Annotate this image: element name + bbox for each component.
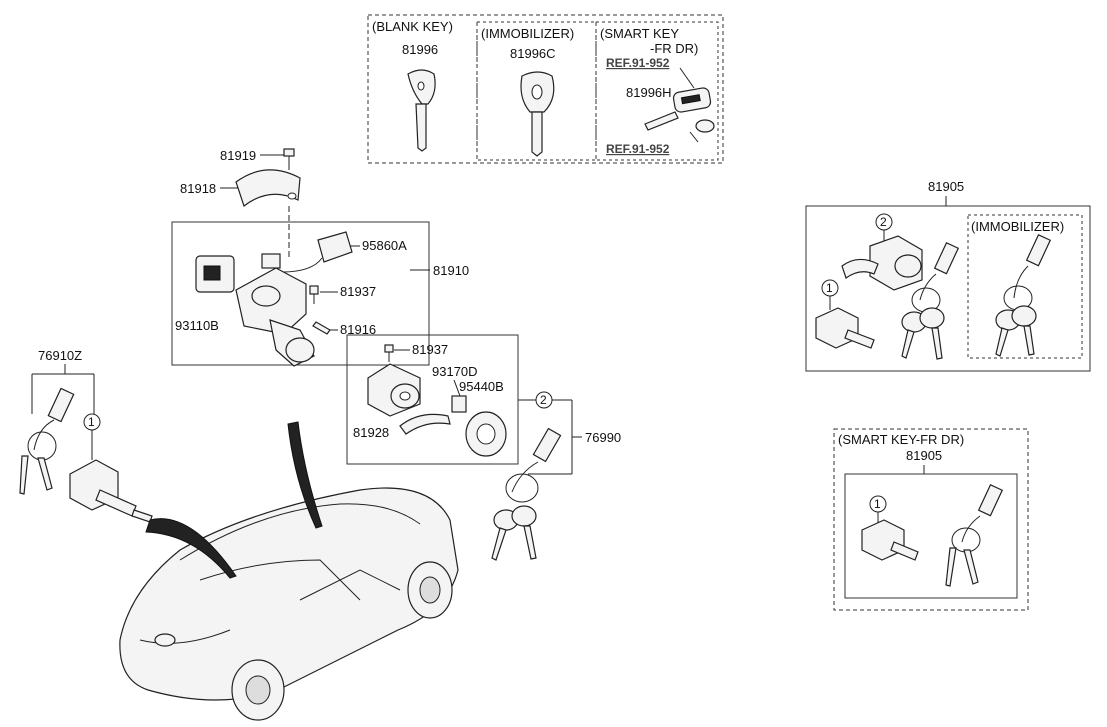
smart-key-heading-1: (SMART KEY <box>600 26 679 41</box>
key-set-81905-icon <box>901 241 960 360</box>
pointer-arrow-right <box>287 421 323 529</box>
label-81910: 81910 <box>433 263 469 278</box>
ignition-cover-icon <box>235 169 301 207</box>
ref-number-1-81905: 1 <box>826 281 833 295</box>
label-93110b: 93110B <box>175 318 219 333</box>
label-95860a: 95860A <box>362 238 407 253</box>
blank-key-heading: (BLANK KEY) <box>372 19 453 34</box>
bolt-upper-icon <box>309 285 319 304</box>
label-95440b: 95440B <box>459 379 504 394</box>
lock-cylinder-icon <box>367 363 421 417</box>
label-81937-upper: 81937 <box>340 284 376 299</box>
ring-icon <box>465 411 507 457</box>
blank-key-part: 81996 <box>402 42 438 57</box>
key-set-immobilizer-81905-icon <box>995 233 1052 357</box>
immobilizer-part: 81996C <box>510 46 556 61</box>
label-76910z: 76910Z <box>38 348 82 363</box>
door-lock-81905-icon <box>815 307 875 349</box>
immobilizer-module-icon <box>261 231 353 273</box>
keys-box: (BLANK KEY) 81996 (IMMOBILIZER) 81996C (… <box>367 14 724 164</box>
smart-key-heading-2: -FR DR) <box>650 41 698 56</box>
label-81916: 81916 <box>340 322 376 337</box>
label-81928: 81928 <box>353 425 389 440</box>
immobilizer-heading: (IMMOBILIZER) <box>481 26 574 41</box>
smart-set-group: (SMART KEY-FR DR) 81905 1 <box>833 428 1029 611</box>
smart-key-fob-icon <box>644 87 715 133</box>
label-81919: 81919 <box>220 148 256 163</box>
ignition-set-81905-icon <box>841 235 923 291</box>
ref-number-2-81905: 2 <box>880 215 887 229</box>
lock-set-group: 81937 81928 93170D 95440B 2 76990 <box>346 334 621 561</box>
door-lock-smart-icon <box>861 519 919 561</box>
pointer-arrow-left <box>145 518 237 579</box>
ref-number-1-smart: 1 <box>874 497 881 511</box>
label-81918: 81918 <box>180 181 216 196</box>
set-81905-group: 81905 (IMMOBILIZER) 2 1 <box>805 179 1091 372</box>
ignition-housing-icon <box>235 267 315 367</box>
label-81937-set: 81937 <box>412 342 448 357</box>
key-set-76990-icon <box>491 427 562 561</box>
smart-key-part: 81996H <box>626 85 672 100</box>
door-lock-cylinder-icon <box>69 459 153 523</box>
label-81905-smart: 81905 <box>906 448 942 463</box>
ref-number-2: 2 <box>540 393 547 407</box>
label-81905: 81905 <box>928 179 964 194</box>
label-76990: 76990 <box>585 430 621 445</box>
coil-icon <box>399 395 467 435</box>
key-set-smart-icon <box>945 483 1004 587</box>
bolt-lower-icon <box>312 321 331 335</box>
bolt-set-icon <box>384 344 394 362</box>
screw-icon <box>283 148 295 170</box>
blank-key-icon <box>407 69 436 152</box>
ignition-group: 81919 81918 81910 95860A 93110B <box>171 148 469 367</box>
immobilizer-heading-81905: (IMMOBILIZER) <box>971 219 1064 234</box>
lock-93110b-icon <box>195 255 235 293</box>
smart-set-heading: (SMART KEY-FR DR) <box>838 432 964 447</box>
label-93170d: 93170D <box>432 364 478 379</box>
immobilizer-key-icon <box>520 71 555 157</box>
door-set-group: 76910Z 1 <box>19 348 153 523</box>
ref-number-1-door: 1 <box>88 415 95 429</box>
smart-key-ref-top: REF.91-952 <box>606 56 670 70</box>
door-key-set-icon <box>19 387 75 495</box>
smart-key-ref-bottom: REF.91-952 <box>606 142 670 156</box>
